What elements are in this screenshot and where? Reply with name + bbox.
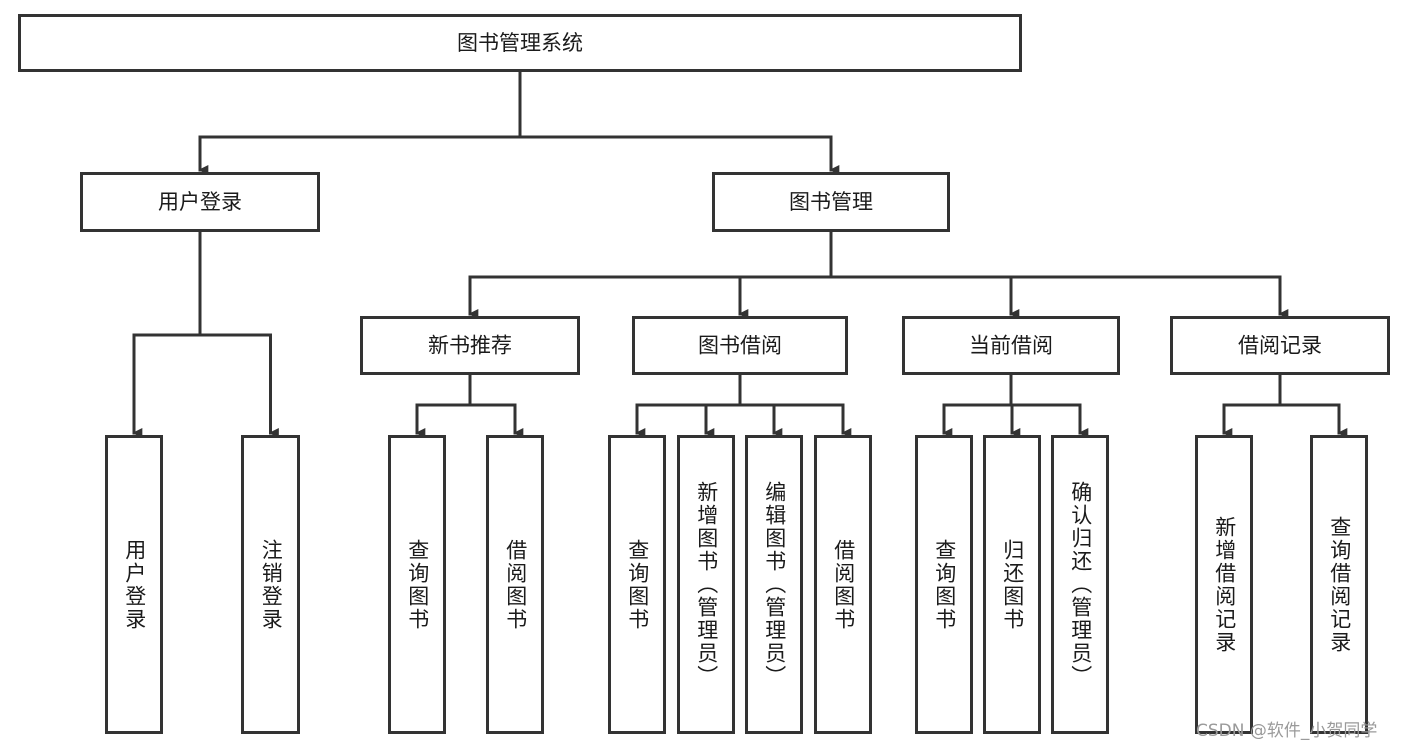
level2-node-label: 用户登录 (158, 190, 242, 214)
csdn-watermark: CSDN @软件_小贺同学 (1196, 721, 1378, 741)
level3-node-box (360, 316, 580, 375)
node-box-layer (18, 14, 1390, 734)
connector-layer (132, 70, 1348, 438)
level3-node-label: 图书借阅 (698, 334, 782, 358)
leaf-node-box (983, 435, 1041, 734)
leaf-node-box (745, 435, 803, 734)
leaf-node-box (1195, 435, 1253, 734)
leaf-node-box (486, 435, 544, 734)
level2-node-label: 图书管理 (789, 190, 873, 214)
leaf-node-box (1051, 435, 1109, 734)
level3-node-label: 当前借阅 (969, 334, 1053, 358)
level3-node-box (632, 316, 848, 375)
leaf-node-box (388, 435, 446, 734)
leaf-node-box (915, 435, 973, 734)
leaf-node-box (608, 435, 666, 734)
level3-node-label: 新书推荐 (428, 334, 512, 358)
level2-node-box (80, 172, 320, 232)
leaf-node-box (677, 435, 735, 734)
leaf-node-box (241, 435, 300, 734)
leaf-node-box (1310, 435, 1368, 734)
leaf-node-box (105, 435, 163, 734)
root-node-box (18, 14, 1022, 72)
level2-node-box (712, 172, 950, 232)
leaf-node-box (814, 435, 872, 734)
level3-node-box (1170, 316, 1390, 375)
level3-node-label: 借阅记录 (1238, 334, 1322, 358)
level3-node-box (902, 316, 1120, 375)
root-node-label: 图书管理系统 (457, 31, 583, 55)
